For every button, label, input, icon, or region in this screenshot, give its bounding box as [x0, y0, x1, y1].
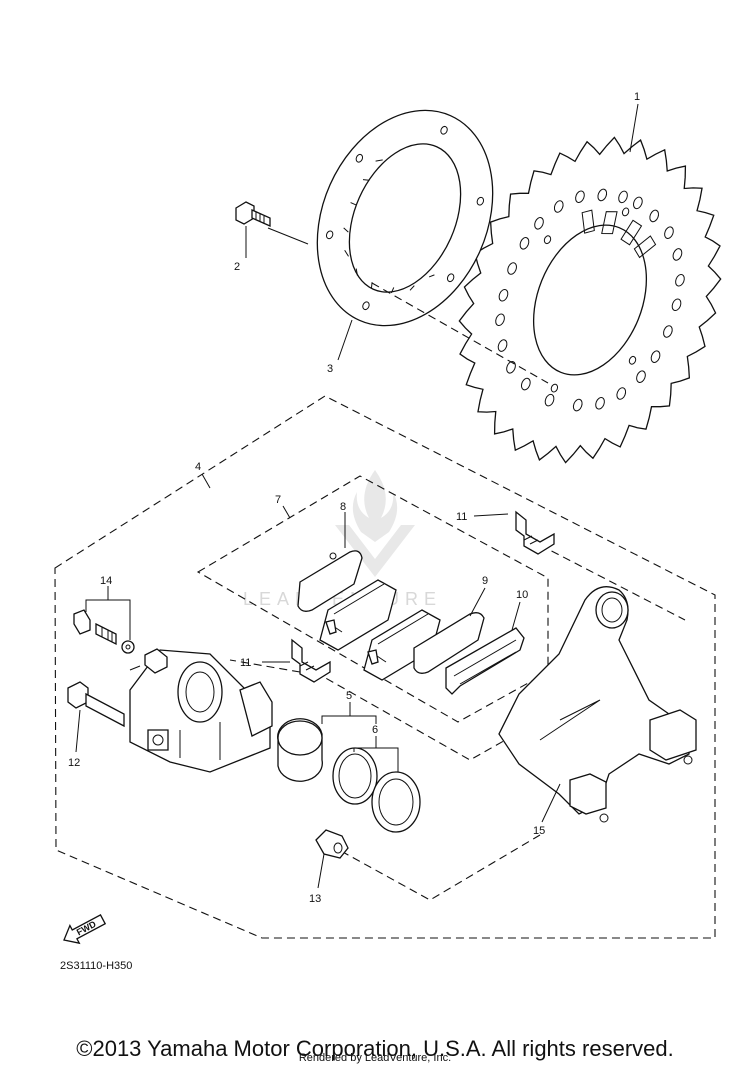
- part-label-8: 8: [340, 501, 346, 513]
- pad-kit-outline: [196, 475, 549, 723]
- watermark-logo-icon: [335, 470, 415, 577]
- rendered-by-credit: Rendered by LeadVenture, Inc.: [298, 1052, 452, 1064]
- pad-shim-8: [297, 550, 363, 612]
- part-label-2: 2: [234, 261, 240, 273]
- bleed-screw-14: [73, 609, 135, 654]
- part-label-6: 6: [372, 724, 378, 736]
- brake-disc: [458, 136, 722, 464]
- part-label-12: 12: [68, 757, 80, 769]
- part-label-9: 9: [482, 575, 488, 587]
- alignment-line-caliper: [229, 544, 686, 901]
- leader-lines: [75, 103, 639, 889]
- parts-diagram: LEADVENTURE: [54, 91, 722, 972]
- dust-boot-13: [315, 829, 349, 859]
- fwd-arrow-icon: FWD: [63, 914, 107, 945]
- diagram-code: 2S31110-H350: [60, 960, 132, 972]
- part-label-13: 13: [309, 893, 321, 905]
- alignment-line-disc: [371, 282, 549, 384]
- disc-bolt: [235, 201, 271, 228]
- disc-spacer-ring: [316, 109, 494, 327]
- bolt-leader-line: [267, 227, 309, 245]
- part-label-10: 10: [516, 589, 528, 601]
- piston-seals-6: [332, 747, 421, 833]
- pad-clip-11-upper: [515, 510, 555, 555]
- pad-shim-9: [413, 612, 485, 674]
- part-label-11-upper: 11: [456, 511, 467, 523]
- part-label-14: 14: [100, 575, 112, 587]
- caliper-bracket-15: [498, 586, 697, 823]
- part-label-3: 3: [327, 363, 333, 375]
- part-label-1: 1: [634, 91, 640, 103]
- caliper-body: [129, 648, 273, 773]
- pad-spring-10: [445, 627, 525, 695]
- part-label-11-lower: 11: [240, 657, 251, 669]
- brake-pads-9: [319, 579, 441, 681]
- part-label-5: 5: [346, 690, 352, 702]
- pad-clip-11-lower: [291, 638, 331, 683]
- copyright-notice: ©2013 Yamaha Motor Corporation, U.S.A. A…: [76, 1036, 674, 1061]
- part-label-15: 15: [533, 825, 545, 837]
- part-label-7: 7: [275, 494, 281, 506]
- part-label-4: 4: [195, 461, 201, 473]
- caliper-piston-5: [277, 718, 323, 782]
- slide-pin-12: [67, 681, 125, 728]
